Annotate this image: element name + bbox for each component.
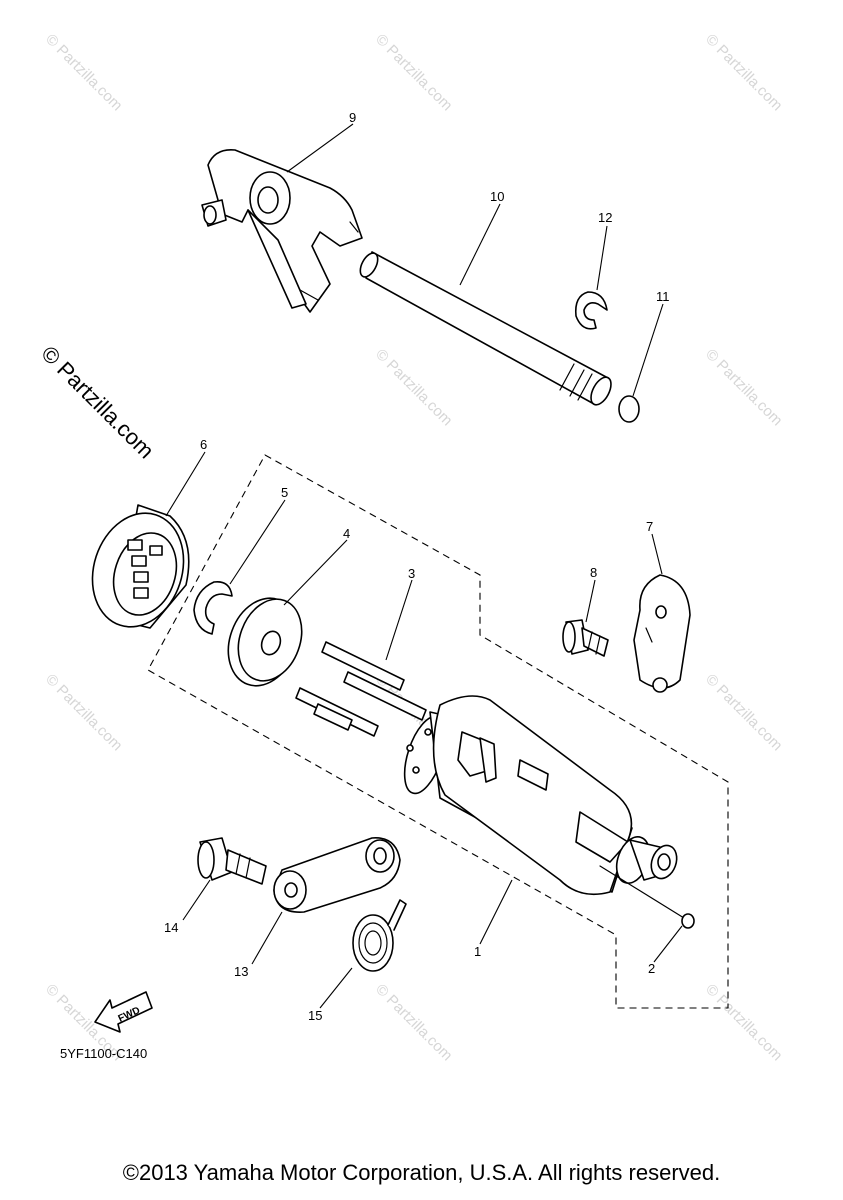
assembly-boundary	[147, 454, 729, 1009]
callout-13: 13	[234, 964, 248, 979]
part-4-washer	[227, 597, 303, 687]
part-11-o-ring	[618, 395, 640, 423]
watermark: © Partzilla.com	[702, 346, 785, 429]
part-5-circlip	[193, 580, 233, 635]
part-1-shift-drum	[403, 695, 678, 896]
watermark: © Partzilla.com	[702, 671, 785, 754]
watermark: © Partzilla.com	[372, 346, 455, 429]
watermark: © Partzilla.com	[372, 31, 455, 114]
callout-2: 2	[648, 961, 655, 976]
part-6-bearing	[91, 504, 190, 629]
part-13-lever	[273, 837, 401, 913]
watermark: © Partzilla.com	[372, 981, 455, 1064]
callout-numbers: 9 10 12 11 6 5 4 3 7 8 1 2 14 13 15	[164, 110, 670, 1023]
callout-7: 7	[646, 519, 653, 534]
callout-3: 3	[408, 566, 415, 581]
part-10-guide-bar	[359, 251, 612, 406]
part-15-spring	[352, 899, 407, 972]
callout-9: 9	[349, 110, 356, 125]
callout-15: 15	[308, 1008, 322, 1023]
copyright-text: ©2013 Yamaha Motor Corporation, U.S.A. A…	[122, 1160, 721, 1185]
callout-11: 11	[656, 289, 670, 304]
part-7-plate	[633, 574, 691, 693]
callout-14: 14	[164, 920, 178, 935]
callout-12: 12	[598, 210, 612, 225]
leader-lines	[165, 123, 683, 1009]
part-3-pins	[295, 641, 427, 737]
part-8-screw	[562, 619, 609, 657]
watermark: © Partzilla.com	[42, 31, 125, 114]
part-2-pin	[599, 865, 695, 929]
part-9-shift-fork	[201, 148, 363, 313]
callout-5: 5	[281, 485, 288, 500]
watermark: © Partzilla.com	[702, 31, 785, 114]
callout-8: 8	[590, 565, 597, 580]
callout-6: 6	[200, 437, 207, 452]
diagram-code: 5YF1100-C140	[60, 1046, 147, 1061]
callout-10: 10	[490, 189, 504, 204]
fwd-arrow-icon: FWD	[94, 991, 153, 1033]
watermark: © Partzilla.com	[702, 981, 785, 1064]
callout-4: 4	[343, 526, 350, 541]
part-12-circlip	[574, 291, 608, 330]
watermark: © Partzilla.com	[42, 671, 125, 754]
partzilla-watermark-large: © Partzilla.com	[36, 341, 159, 464]
callout-1: 1	[474, 944, 481, 959]
part-14-bolt	[197, 837, 267, 885]
